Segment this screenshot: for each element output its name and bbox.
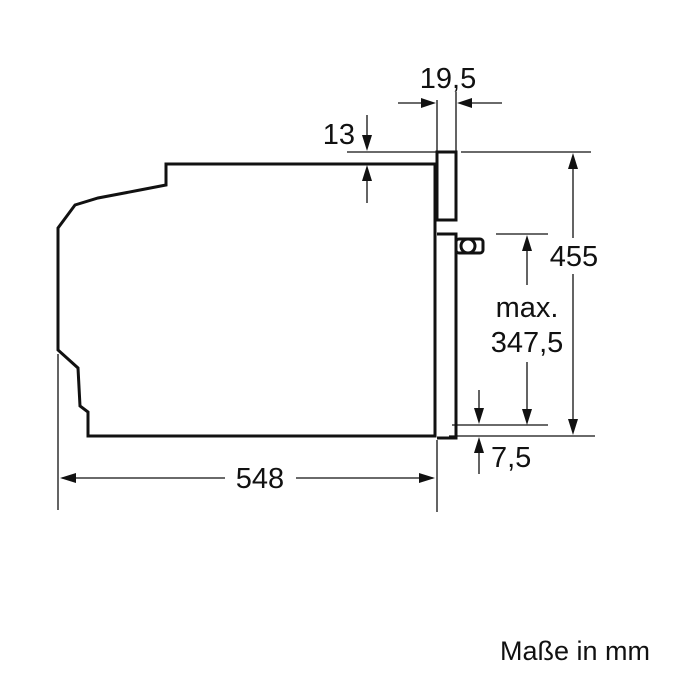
panel-arrow-left xyxy=(421,98,436,108)
top-gap-label: 13 xyxy=(323,119,355,151)
depth-arrow-right xyxy=(419,473,435,483)
units-note: Maße in mm xyxy=(500,636,650,666)
max-height-label-line1: max. xyxy=(496,292,559,324)
depth-label: 548 xyxy=(236,463,284,495)
max-height-label-line2: 347,5 xyxy=(491,327,564,359)
panel-arrow-right xyxy=(457,98,472,108)
top-gap-arrow-down xyxy=(362,135,372,151)
front-panel-upper xyxy=(435,150,458,222)
bottom-gap-arrow-down xyxy=(474,408,484,424)
height-arrow-bottom xyxy=(568,419,578,435)
door-handle-mount xyxy=(459,237,477,255)
max-height-arrow-top xyxy=(522,235,532,251)
depth-arrow-left xyxy=(60,473,76,483)
max-height-arrow-bottom xyxy=(522,409,532,425)
oven-body-outline xyxy=(56,162,437,438)
front-panel-lower xyxy=(437,232,458,440)
height-arrow-top xyxy=(568,153,578,169)
top-gap-arrow-up xyxy=(362,165,372,181)
height-label-bg xyxy=(544,238,604,274)
bottom-gap-label: 7,5 xyxy=(491,442,531,474)
bottom-gap-arrow-up xyxy=(474,437,484,453)
panel-thickness-label: 19,5 xyxy=(420,63,476,95)
total-height-label: 455 xyxy=(550,241,598,273)
